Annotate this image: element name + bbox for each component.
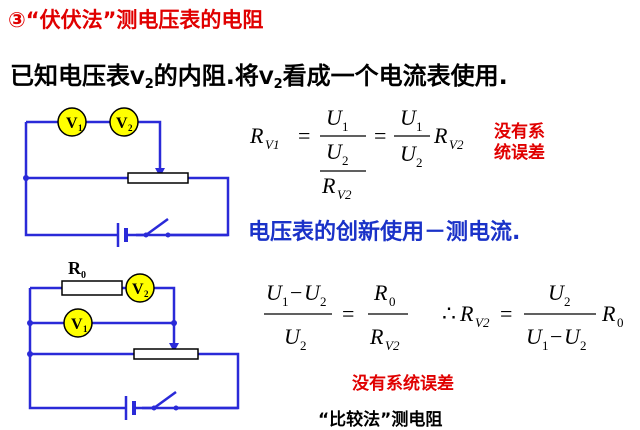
title-marker: ③ <box>8 8 26 32</box>
f1-num-U: U <box>326 105 344 130</box>
f3-num-U: U <box>548 280 566 305</box>
subtitle-middle: 的内阻.将 <box>153 62 259 90</box>
f3-den-U1-sub: 1 <box>542 338 549 353</box>
c2-r0-letter: R <box>68 258 82 278</box>
subtitle-line: 已知电压表V2的内阻.将V2看成一个电流表使用. <box>10 56 508 92</box>
formula-rv2: ∴ R V2 = U 2 U 1 − U 2 R 0 <box>442 280 624 353</box>
slide-title: ③“伏伏法”测电压表的电阻 <box>8 4 263 34</box>
f3-R0: R <box>601 301 616 326</box>
f1-num2-U: U <box>400 105 418 130</box>
f2-R0: R <box>373 280 388 305</box>
f3-R-sub: V2 <box>475 315 490 330</box>
f2-U2: U <box>304 280 322 305</box>
resistor-r0 <box>61 280 123 296</box>
c1-v1-sub: 1 <box>78 123 83 133</box>
f3-den-minus: − <box>550 324 562 349</box>
c2-v1-sub: 1 <box>83 324 88 334</box>
f3-R0-sub: 0 <box>617 315 624 330</box>
f3-den-U2: U <box>564 324 582 349</box>
f2-RV2: R <box>369 324 384 349</box>
f3-den-U1: U <box>526 324 544 349</box>
note1-line1: 没有系 <box>494 122 545 142</box>
f2-R0-sub: 0 <box>389 294 396 309</box>
voltmeter-v2-icon: V 2 <box>125 273 155 303</box>
f2-minus: − <box>290 280 302 305</box>
f1-rhs-R: R <box>433 123 448 148</box>
subtitle-before: 已知电压表 <box>10 62 130 90</box>
title-text: “伏伏法”测电压表的电阻 <box>25 8 264 32</box>
f1-den-Rsub: V2 <box>337 187 352 202</box>
heading-measure-current: 电压表的创新使用－测电流. <box>248 220 521 245</box>
next-topic-cut: “比较法”测电阻 <box>318 410 443 430</box>
f1-lhs-R: R <box>249 123 264 148</box>
f1-den2-sub: 2 <box>416 155 423 170</box>
circuit-diagram-1: V 1 V 2 <box>23 107 230 247</box>
c1-v2-letter: V <box>116 115 128 132</box>
f1-num2-sub: 1 <box>416 119 423 134</box>
subtitle-after: 看成一个电流表使用. <box>282 62 508 90</box>
f3-den-U2-sub: 2 <box>580 338 587 353</box>
circuit-diagram-2: R 0 V 2 V 1 <box>27 258 240 420</box>
f2-eq: = <box>342 301 354 326</box>
f1-den-R: R <box>321 173 336 198</box>
f1-lhs-sub: V1 <box>265 137 279 152</box>
voltmeter-v1-icon: V 1 <box>57 107 87 137</box>
f3-R: R <box>459 301 474 326</box>
f3-num-sub: 2 <box>564 294 571 309</box>
subtitle-v-letter: V <box>130 67 145 89</box>
f2-U1-sub: 1 <box>282 294 289 309</box>
f1-rhs-Rsub: V2 <box>449 137 464 152</box>
c2-v2-letter: V <box>132 281 144 298</box>
f2-RV2-sub: V2 <box>385 338 400 353</box>
note-no-systematic-error-1: 没有系 统误差 <box>494 122 545 164</box>
f2-U1: U <box>266 280 284 305</box>
subtitle-v-letter-2: V <box>258 67 274 89</box>
f2-den-sub: 2 <box>300 338 307 353</box>
formula-ratio: U 1 − U 2 U 2 = R 0 R V2 <box>264 280 408 353</box>
f1-den2-U: U <box>400 141 418 166</box>
c2-v1-letter: V <box>71 316 83 333</box>
c1-v1-letter: V <box>66 115 78 132</box>
f1-num-sub: 1 <box>342 119 349 134</box>
voltmeter-v1-icon: V 1 <box>63 308 93 338</box>
f2-den-U: U <box>284 324 302 349</box>
subtitle-v-sub-2: 2 <box>273 77 283 92</box>
f3-eq: = <box>500 301 512 326</box>
c1-v2-sub: 2 <box>128 123 133 133</box>
subtitle-v-sub: 2 <box>144 77 154 92</box>
c2-r0-sub: 0 <box>81 270 86 281</box>
f1-den-U: U <box>326 139 344 164</box>
f3-therefore: ∴ <box>442 301 456 326</box>
f1-eq-1: = <box>298 123 310 148</box>
f2-U2-sub: 2 <box>320 294 327 309</box>
c2-v2-sub: 2 <box>144 289 149 299</box>
formula-rv1: R V1 = U 1 U 2 R V2 = U 1 U 2 R V2 <box>249 105 464 202</box>
f1-den-sub: 2 <box>342 153 349 168</box>
f1-eq-2: = <box>374 123 386 148</box>
note-no-systematic-error-2: 没有系统误差 <box>352 374 454 394</box>
note1-line2: 统误差 <box>494 143 545 163</box>
voltmeter-v2-icon: V 2 <box>109 107 139 137</box>
